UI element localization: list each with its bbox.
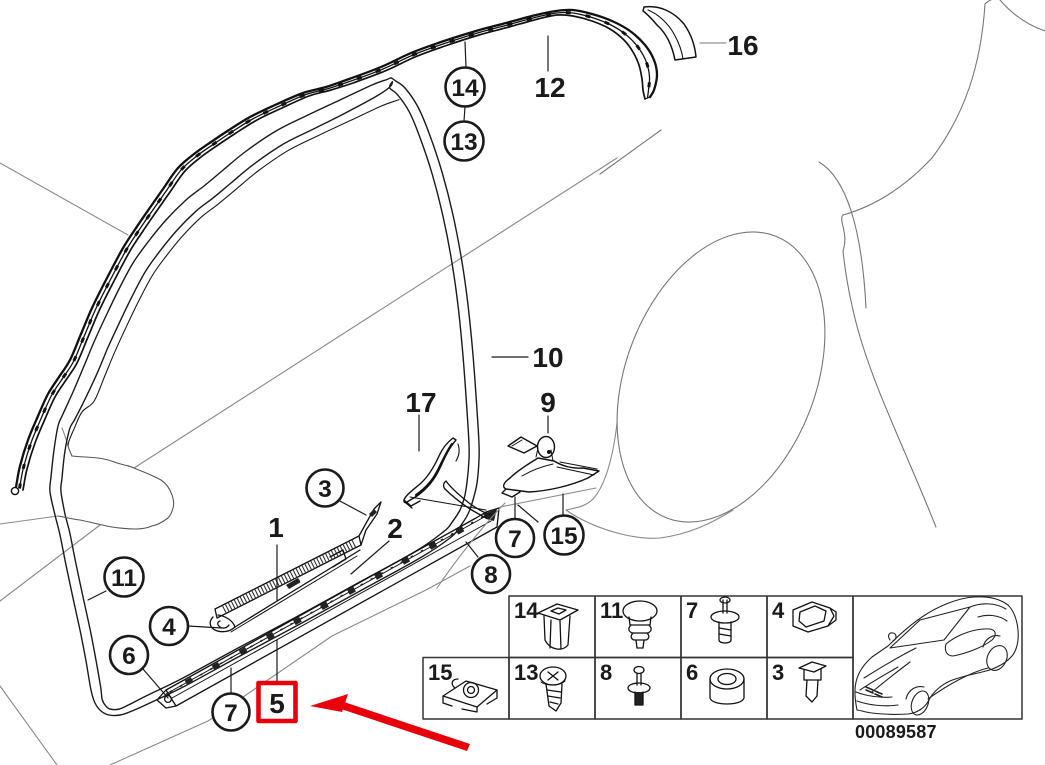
svg-text:9: 9 [540,387,556,418]
svg-text:16: 16 [727,30,758,61]
svg-text:15: 15 [550,523,577,550]
svg-text:7: 7 [224,700,238,727]
svg-text:8: 8 [600,660,612,685]
svg-text:15: 15 [428,660,452,685]
svg-text:13: 13 [450,129,477,156]
svg-text:2: 2 [387,513,403,544]
svg-text:6: 6 [122,643,136,670]
svg-text:4: 4 [772,598,785,623]
svg-text:13: 13 [514,660,538,685]
svg-text:00089587: 00089587 [855,722,937,742]
svg-text:11: 11 [111,565,137,592]
svg-text:5: 5 [269,688,285,719]
svg-text:3: 3 [772,660,784,685]
svg-text:7: 7 [686,598,698,623]
svg-text:14: 14 [451,75,479,102]
svg-text:10: 10 [532,342,563,373]
svg-text:14: 14 [514,598,539,623]
svg-text:12: 12 [534,72,565,103]
svg-text:1: 1 [268,512,284,543]
svg-text:3: 3 [318,476,332,503]
svg-text:17: 17 [405,387,436,418]
svg-text:11: 11 [600,598,623,623]
svg-text:6: 6 [686,660,698,685]
svg-text:7: 7 [508,526,522,553]
svg-text:8: 8 [484,562,498,589]
svg-text:4: 4 [162,614,176,641]
